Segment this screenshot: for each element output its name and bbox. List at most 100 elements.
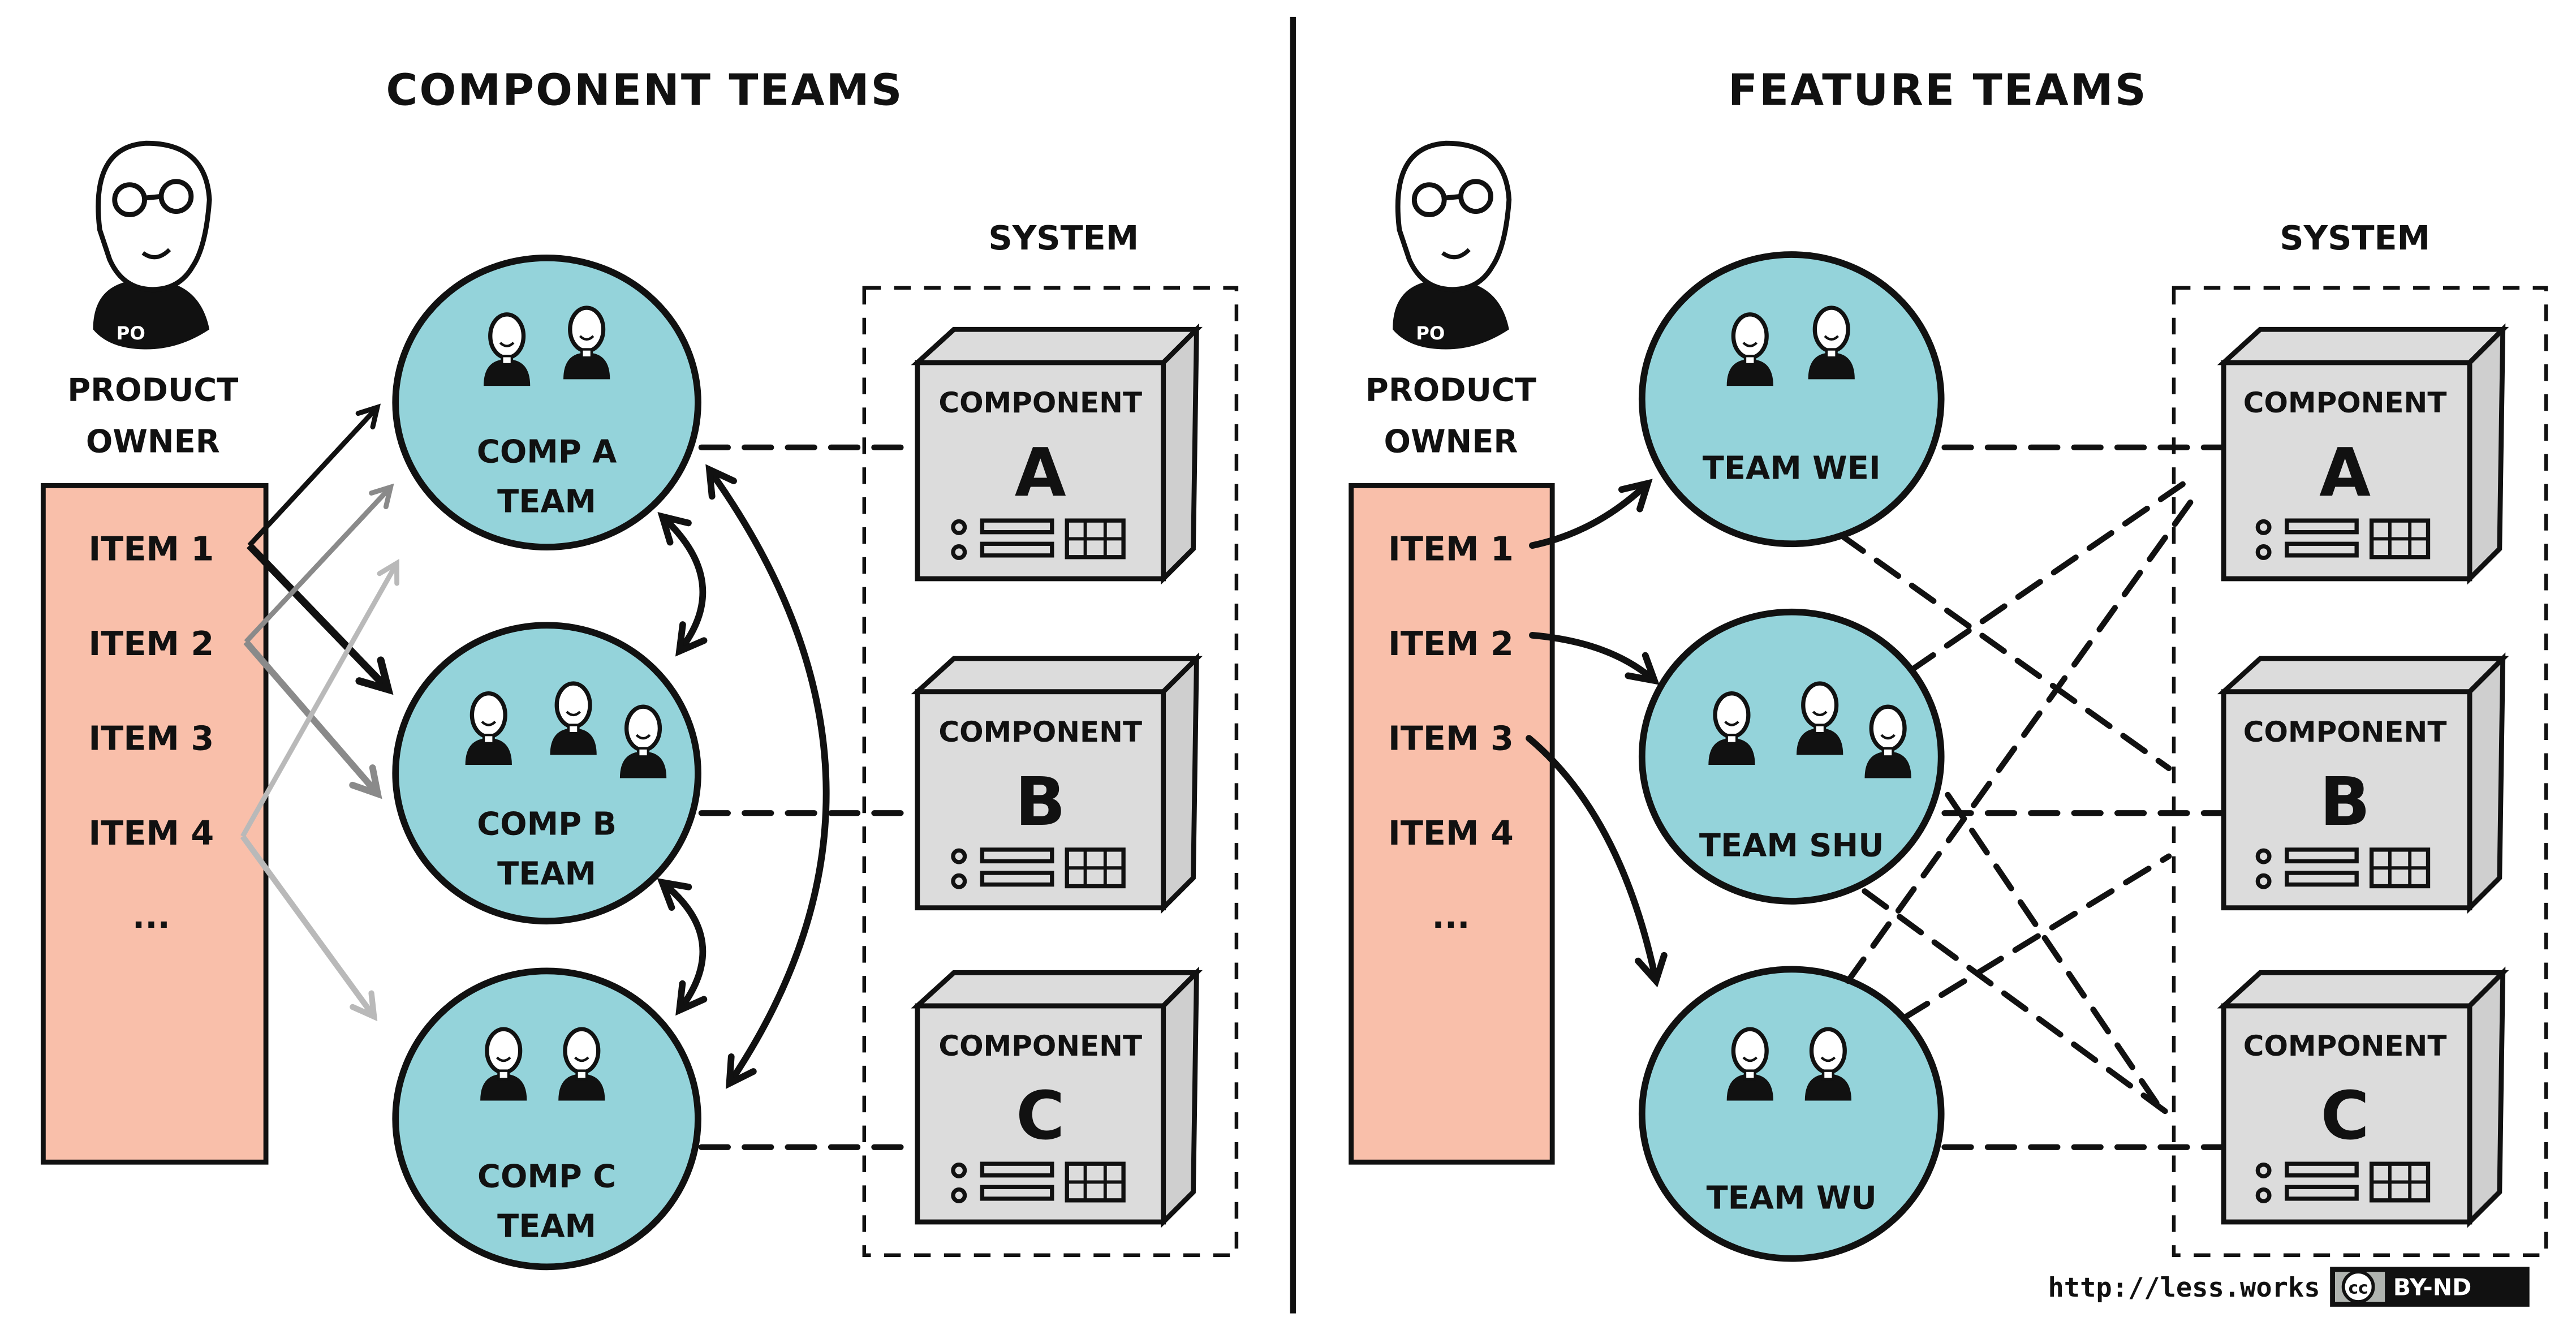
- backlog-box: [1349, 483, 1555, 1165]
- footer: http://less.works cc BY-ND: [2048, 1267, 2530, 1307]
- arrow-item1-wei: [1529, 479, 1653, 549]
- component-letter: B: [1015, 763, 1066, 841]
- backlog-item: ITEM 3: [1388, 719, 1514, 758]
- team-label: TEAM WEI: [1703, 450, 1881, 487]
- backlog-item: ...: [132, 897, 170, 936]
- arrow-a-b: [657, 511, 708, 657]
- link-wei-b: [1838, 532, 2172, 772]
- team-circle: [392, 967, 701, 1271]
- team-circle: [392, 622, 701, 925]
- arrow-item2-shu: [1529, 631, 1660, 685]
- component-label: COMPONENT: [2243, 386, 2447, 419]
- team-comp-a: COMP A TEAM: [392, 255, 701, 551]
- component-letter: C: [2320, 1077, 2369, 1155]
- component-label: COMPONENT: [938, 386, 1142, 419]
- arrow-item2-comp-a: [244, 483, 394, 644]
- component-a: COMPONENT A: [2217, 323, 2509, 585]
- team-circle: [1638, 966, 1945, 1262]
- panel-title: COMPONENT TEAMS: [386, 66, 903, 116]
- component-a: COMPONENT A: [911, 323, 1203, 585]
- team-shu: TEAM SHU: [1638, 608, 1945, 905]
- team-comp-c: COMP C TEAM: [392, 967, 701, 1271]
- backlog-item: ITEM 1: [1388, 530, 1514, 569]
- component-label: COMPONENT: [938, 1030, 1142, 1062]
- system-label: SYSTEM: [2280, 218, 2430, 257]
- coordination-arrows: [657, 464, 830, 1090]
- team-circle: [392, 255, 701, 551]
- team-wei: TEAM WEI: [1638, 251, 1945, 548]
- team-label-line1: COMP B: [477, 806, 617, 842]
- backlog-item: ITEM 4: [1388, 814, 1514, 853]
- product-backlog: ITEM 1 ITEM 2 ITEM 3 ITEM 4 ...: [1349, 483, 1555, 1165]
- system-boundary: [2172, 286, 2548, 1257]
- item-to-team-arrows: [1526, 479, 1668, 988]
- backlog-item: ITEM 3: [88, 719, 214, 758]
- team-label-line2: TEAM: [497, 1208, 596, 1245]
- system-boundary: [862, 286, 1239, 1257]
- team-label-line1: COMP C: [477, 1158, 616, 1195]
- site-link[interactable]: http://less.works: [2048, 1272, 2320, 1303]
- arrow-item4-comp-c: [240, 834, 378, 1022]
- component-panel-icon: [2255, 518, 2431, 560]
- component-b: COMPONENT B: [2217, 652, 2509, 914]
- team-label: TEAM SHU: [1699, 828, 1884, 864]
- team-label-line2: TEAM: [497, 483, 596, 520]
- component-teams-panel: COMPONENT TEAMS PO PRODUCT OWNER ITEM 1 …: [40, 66, 1239, 1271]
- arrow-item3-wu: [1526, 735, 1668, 988]
- team-component-links: [698, 444, 920, 1150]
- license-text: BY-ND: [2393, 1273, 2471, 1301]
- team-comp-b: COMP B TEAM: [392, 622, 701, 925]
- product-backlog: ITEM 1 ITEM 2 ITEM 3 ITEM 4 ...: [40, 483, 269, 1165]
- link-shu-c2: [1862, 888, 2172, 1117]
- team-label-line1: COMP A: [477, 433, 617, 470]
- cc-icon: [2341, 1270, 2375, 1303]
- product-owner: PO PRODUCT OWNER: [67, 143, 238, 460]
- product-owner: PO PRODUCT OWNER: [1365, 143, 1536, 460]
- product-owner-icon: [1393, 143, 1509, 349]
- po-label-line1: PRODUCT: [1365, 372, 1536, 409]
- system-label: SYSTEM: [988, 218, 1139, 257]
- component-panel-icon: [951, 847, 1126, 889]
- product-owner-icon: [93, 143, 210, 349]
- component-panel-icon: [2255, 1161, 2431, 1203]
- backlog-item: ITEM 2: [88, 624, 214, 663]
- team-circle: [1638, 608, 1945, 905]
- po-label-line2: OWNER: [1384, 424, 1518, 460]
- po-badge: PO: [1416, 322, 1445, 344]
- team-wu: TEAM WU: [1638, 966, 1945, 1262]
- component-label: COMPONENT: [938, 716, 1142, 748]
- backlog-item: ITEM 1: [88, 530, 214, 569]
- component-label: COMPONENT: [2243, 716, 2447, 748]
- component-label: COMPONENT: [2243, 1030, 2447, 1062]
- component-letter: B: [2320, 763, 2371, 841]
- license-badge: cc BY-ND: [2330, 1267, 2530, 1307]
- arrow-a-c: [705, 464, 830, 1090]
- item-to-team-arrows: [240, 403, 400, 1022]
- team-circle: [1638, 251, 1945, 548]
- arrow-item4-comp-a: [240, 558, 400, 838]
- component-letter: C: [1016, 1077, 1065, 1155]
- cc-text: cc: [2349, 1278, 2368, 1297]
- arrow-item1-comp-b: [246, 543, 394, 695]
- feature-teams-panel: FEATURE TEAMS PO PRODUCT OWNER ITEM 1 IT…: [1349, 66, 2548, 1262]
- arrow-item1-comp-a: [247, 403, 381, 548]
- link-shu-c: [1945, 791, 2160, 1107]
- po-label-line1: PRODUCT: [67, 372, 238, 409]
- team-label-line2: TEAM: [497, 856, 596, 893]
- component-c: COMPONENT C: [2217, 966, 2509, 1228]
- component-panel-icon: [951, 518, 1126, 560]
- po-badge: PO: [117, 322, 145, 344]
- component-letter: A: [2319, 434, 2371, 511]
- backlog-item: ITEM 2: [1388, 624, 1514, 663]
- link-wu-b: [1901, 853, 2172, 1021]
- component-panel-icon: [951, 1161, 1126, 1203]
- link-shu-a: [1908, 479, 2189, 673]
- team-component-links: [1838, 444, 2227, 1150]
- panel-title: FEATURE TEAMS: [1728, 66, 2148, 116]
- component-letter: A: [1015, 434, 1066, 511]
- backlog-box: [40, 483, 269, 1165]
- backlog-item: ...: [1432, 897, 1470, 936]
- component-panel-icon: [2255, 847, 2431, 889]
- po-label-line2: OWNER: [86, 424, 220, 460]
